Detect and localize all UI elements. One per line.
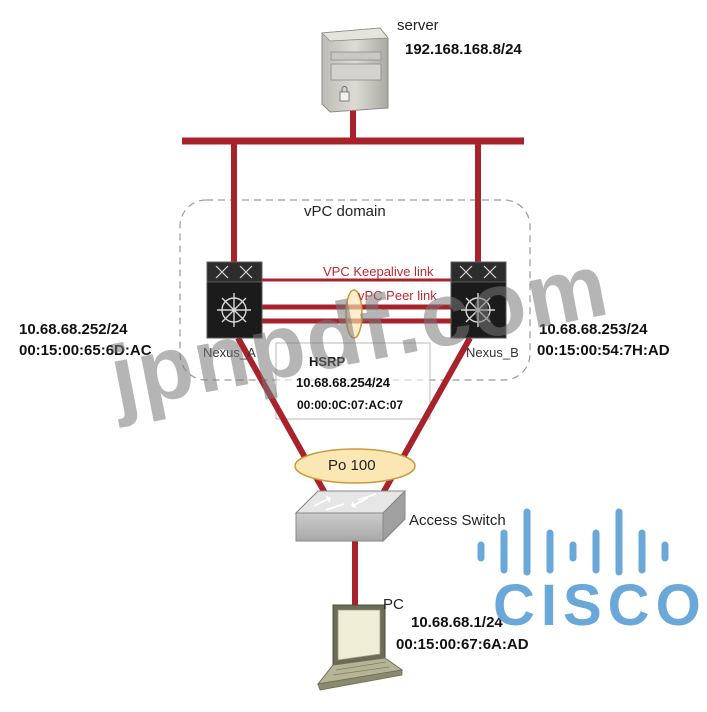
pc-laptop-icon	[316, 604, 404, 691]
cisco-logo-bars	[477, 508, 669, 576]
nexus-a-name: Nexus_A	[203, 345, 256, 360]
nexus-a-mac: 00:15:00:65:6D:AC	[19, 342, 152, 359]
po100-ellipse	[294, 448, 416, 484]
vpc-domain-region	[179, 199, 531, 381]
nexus-b-icon	[450, 261, 507, 339]
keepalive-link-label: VPC Keepalive link	[323, 264, 434, 279]
hsrp-box	[275, 342, 431, 420]
server-icon	[321, 27, 389, 113]
nexus-b-mac: 00:15:00:54:7H:AD	[537, 342, 670, 359]
hsrp-ip: 10.68.68.254/24	[296, 375, 390, 390]
pc-label: PC	[383, 596, 404, 613]
hsrp-title: HSRP	[309, 354, 346, 369]
server-label: server	[397, 17, 439, 34]
access-switch-label: Access Switch	[409, 512, 506, 529]
cisco-logo-text: CISCO	[493, 573, 707, 638]
nexus-b-ip: 10.68.68.253/24	[539, 321, 648, 338]
nexus-a-ip: 10.68.68.252/24	[19, 321, 128, 338]
vpc-domain-label: vPC domain	[304, 203, 386, 220]
server-ip: 192.168.168.8/24	[405, 41, 522, 58]
nexus-a-icon	[206, 261, 263, 339]
access-switch-icon	[294, 489, 407, 543]
peer-link-ellipse	[345, 289, 363, 339]
peer-link-label: vPC Peer link	[358, 288, 437, 303]
hsrp-mac: 00:00:0C:07:AC:07	[297, 398, 404, 412]
pc-mac: 00:15:00:67:6A:AD	[396, 636, 529, 653]
port-channel-label: Po 100	[328, 457, 376, 474]
pc-ip: 10.68.68.1/24	[411, 614, 503, 631]
nexus-b-name: Nexus_B	[466, 345, 519, 360]
